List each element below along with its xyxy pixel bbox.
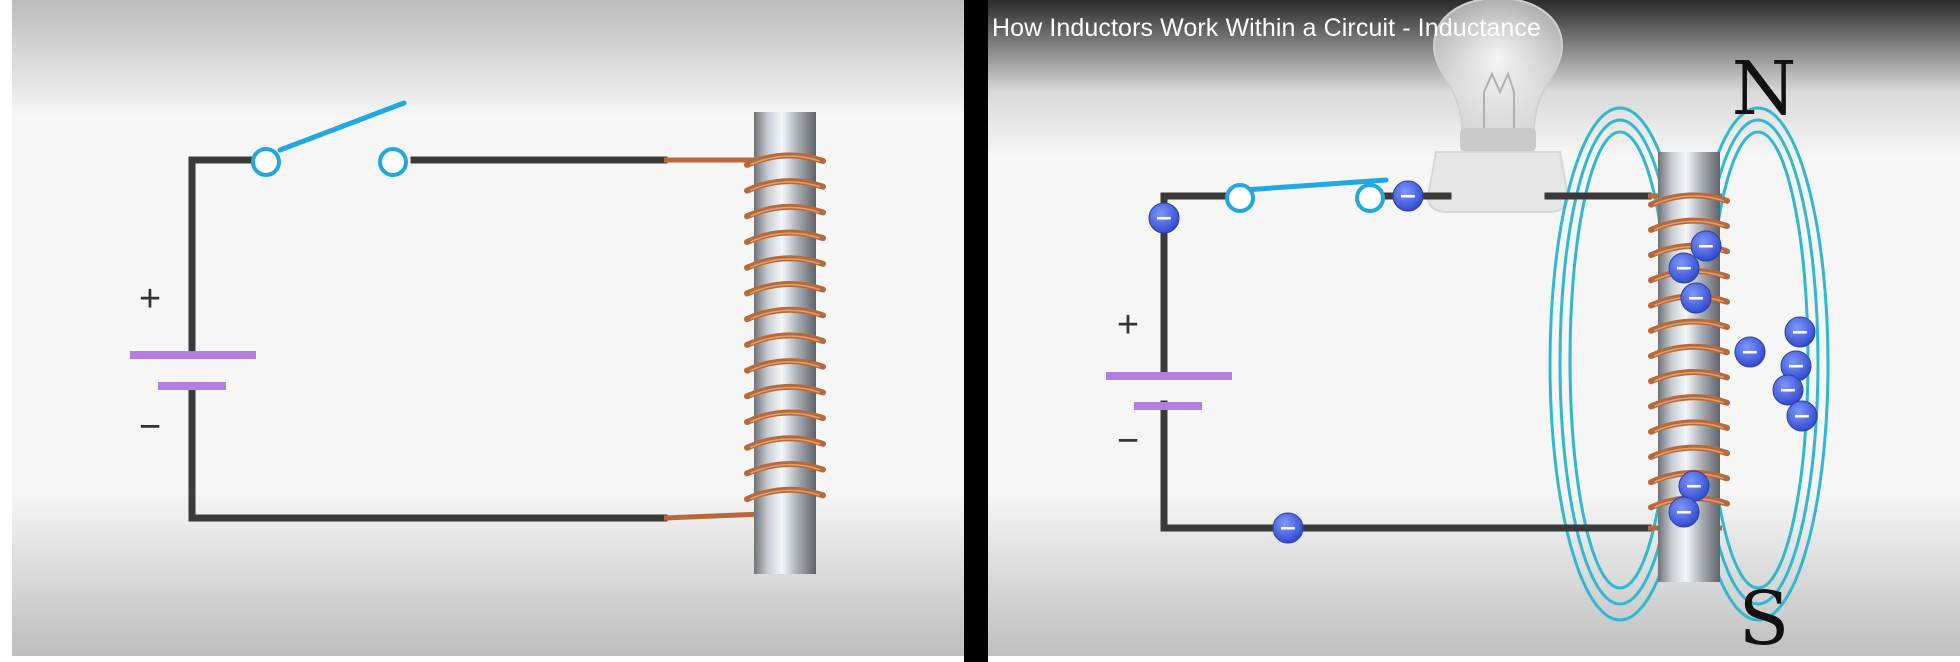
- coil-turn-highlight: [1654, 346, 1724, 357]
- wire-bottom: [188, 382, 668, 522]
- electron-charge-sign: −: [1685, 474, 1703, 499]
- copper-lead-bottom: [663, 511, 765, 521]
- electron-charge-sign: −: [1675, 256, 1693, 281]
- electron-charge-sign: −: [1791, 320, 1809, 345]
- coil-turn-highlight: [750, 206, 820, 217]
- electron-body: [1786, 400, 1818, 432]
- switch-terminal-right: [1355, 183, 1385, 213]
- coil-turn-highlight: [750, 386, 820, 397]
- circuit-diagram-open: [12, 0, 964, 656]
- north-pole-label: N: [1731, 46, 1797, 132]
- panel-divider: [964, 0, 988, 662]
- coil-turn-highlight: [1654, 371, 1724, 382]
- electron-icon: −: [1784, 316, 1816, 348]
- coil-turn-highlight: [750, 412, 820, 423]
- electron-body: [1392, 180, 1424, 212]
- circuit-panel-closed-switch: −−−−−−−−−−−−− How Inductors Work Within …: [988, 0, 1960, 656]
- electron-body: [1668, 252, 1700, 284]
- switch-lever: [1241, 177, 1389, 193]
- switch-closed-icon: [1225, 177, 1389, 213]
- switch-terminal-left: [251, 147, 281, 177]
- coil-turn-highlight: [750, 361, 820, 371]
- coil-turn-highlight: [1654, 195, 1724, 205]
- wire-top-left: [1160, 192, 1232, 378]
- wire-bottom: [1160, 400, 1652, 532]
- electron-icon: −: [1148, 202, 1180, 234]
- electron-charge-sign: −: [1787, 354, 1805, 379]
- coil-turn-highlight: [1654, 422, 1724, 432]
- battery-negative-label: −: [138, 406, 162, 448]
- coil-turn-highlight: [750, 438, 820, 448]
- switch-terminal-right: [378, 147, 408, 177]
- video-title: How Inductors Work Within a Circuit - In…: [992, 14, 1541, 42]
- coil-turn-highlight: [1654, 321, 1724, 332]
- electron-icon: −: [1690, 230, 1722, 262]
- electron-charge-sign: −: [1155, 206, 1173, 231]
- battery-icon: [130, 351, 256, 390]
- light-bulb-icon: [1426, 0, 1570, 213]
- switch-lever: [277, 100, 407, 153]
- circuit-diagram-closed: −−−−−−−−−−−−−: [988, 0, 1960, 656]
- electron-icon: −: [1680, 282, 1712, 314]
- copper-coil: [1648, 192, 1730, 511]
- electron-charge-sign: −: [1697, 234, 1715, 259]
- electron-charge-sign: −: [1675, 500, 1693, 525]
- battery-positive-label: +: [1116, 304, 1140, 346]
- electron-icon: −: [1668, 496, 1700, 528]
- electron-body: [1772, 374, 1804, 406]
- coil-turn-highlight: [1654, 220, 1724, 231]
- battery-icon: [1106, 372, 1232, 410]
- coil-turn-highlight: [750, 309, 820, 320]
- coil-turn-highlight: [750, 181, 820, 191]
- inductor-icon: [744, 112, 826, 574]
- coil-turn-highlight: [750, 335, 820, 346]
- electron-icon: −: [1734, 336, 1766, 368]
- battery-negative-label: −: [1116, 420, 1140, 462]
- bulb-base: [1460, 128, 1536, 152]
- bulb-glass: [1432, 0, 1564, 131]
- iron-core: [754, 112, 816, 574]
- coil-turn-highlight: [750, 463, 820, 474]
- electron-charge-sign: −: [1279, 516, 1297, 541]
- electron-charge-sign: −: [1779, 378, 1797, 403]
- circuit-wires: [188, 156, 668, 522]
- circuit-panel-open-switch: + −: [12, 0, 964, 656]
- electron-icon: −: [1678, 470, 1710, 502]
- electron-charge-sign: −: [1741, 340, 1759, 365]
- coil-turn-highlight: [1654, 397, 1724, 407]
- copper-coil: [744, 152, 826, 503]
- panel-background: [12, 0, 964, 656]
- electron-body: [1680, 282, 1712, 314]
- bulb-filament: [1483, 71, 1515, 128]
- electron-icon: −: [1392, 180, 1424, 212]
- coil-turn-highlight: [750, 489, 820, 500]
- electrons: −−−−−−−−−−−−−: [1148, 180, 1818, 544]
- south-pole-label: S: [1738, 576, 1790, 656]
- coil-turn-highlight: [750, 155, 820, 166]
- electron-body: [1668, 496, 1700, 528]
- switch-terminal-left: [1225, 183, 1255, 213]
- bulb-socket: [1426, 151, 1570, 213]
- electron-body: [1690, 230, 1722, 262]
- electron-icon: −: [1780, 350, 1812, 382]
- electron-body: [1734, 336, 1766, 368]
- electron-charge-sign: −: [1793, 404, 1811, 429]
- electron-charge-sign: −: [1399, 184, 1417, 209]
- switch-open-icon: [251, 100, 408, 177]
- battery-positive-label: +: [138, 278, 162, 320]
- coil-turn-highlight: [750, 283, 820, 294]
- electron-icon: −: [1786, 400, 1818, 432]
- electron-icon: −: [1272, 512, 1304, 544]
- coil-turn-highlight: [750, 258, 820, 268]
- electron-body: [1784, 316, 1816, 348]
- electron-charge-sign: −: [1687, 286, 1705, 311]
- electron-body: [1148, 202, 1180, 234]
- electron-icon: −: [1668, 252, 1700, 284]
- wire-top-left: [188, 156, 264, 355]
- coil-turn-highlight: [1654, 447, 1724, 458]
- electron-body: [1272, 512, 1304, 544]
- coil-turn-highlight: [750, 232, 820, 243]
- electron-icon: −: [1772, 374, 1804, 406]
